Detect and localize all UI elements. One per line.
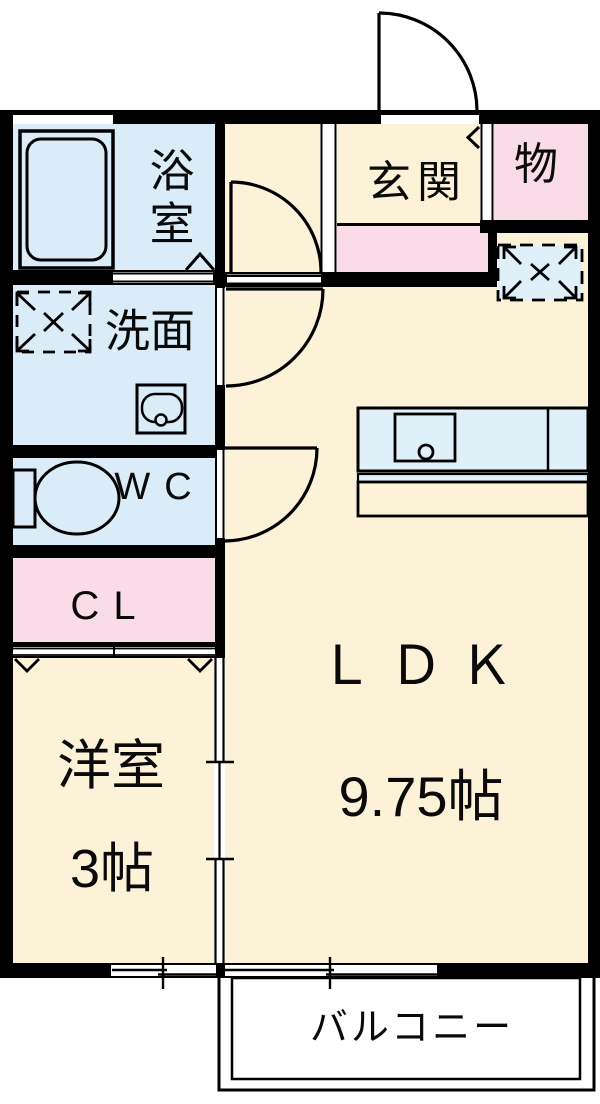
bathroom-window [13,115,113,124]
sliding-window-icon [111,957,437,989]
bathroom-label: 浴室 [142,147,194,253]
hall-ldk-opening [227,274,321,285]
storage-label: 物 [514,140,558,189]
entrance-door-arc [378,11,479,112]
bathroom-folding-door-mark [184,251,216,271]
hall-floor [225,124,320,272]
storage-door-opening [480,124,494,220]
washroom-door-opening [215,288,225,385]
closet-door-mark-left [14,658,40,673]
washing-machine-space-icon [15,290,92,354]
wall-stub [488,230,497,287]
closet-floor [13,558,215,642]
entrance-door-opening [381,115,479,124]
door-swing-arc-icon [14,11,481,673]
closet-door-mark-right [187,658,213,673]
entrance-label: 玄関 [367,158,467,207]
closet-label: CL [70,584,150,628]
wall-openings [13,115,494,657]
wall-washroom-wc [0,445,225,458]
washbasin-icon [135,383,187,435]
wc-door-arc [223,447,319,543]
ldk-label: ＬＤＫ [319,636,529,696]
hall-entrance-opening [320,124,337,272]
wc-door-opening [215,450,225,538]
wc-label: WC [114,466,206,508]
washroom-door-arc [225,288,325,388]
wall-under-storage [480,220,600,233]
storage-floor [494,124,588,220]
entrance-floor [337,124,480,224]
wall-right [588,110,600,978]
ldk-size: 9.75帖 [338,765,504,828]
wall-wc-closet [0,545,225,558]
hall-door-arc [230,180,323,273]
sliding-door-partition [206,658,234,963]
toilet-icon [11,460,121,536]
bathtub-icon [18,129,115,270]
storage-door-mark [465,125,481,150]
western-room-label: 洋室 [57,736,165,796]
washroom-floor [13,285,215,445]
shoe-cabinet-area [337,226,488,272]
wall-entrance-cabinet-line [337,223,488,226]
refrigerator-space-icon [496,243,584,302]
ldk-floor [225,287,588,963]
washroom-label: 洗面 [104,305,196,357]
wall-left [0,110,13,978]
bathroom-door-opening [113,272,213,283]
balcony-label: バルコニー [309,1007,515,1049]
balcony-outline [217,966,596,1092]
western-room-size: 3帖 [69,839,155,899]
kitchen-sink-counter-icon [356,406,590,518]
western-room-floor [13,658,215,963]
room-fills [13,124,588,963]
